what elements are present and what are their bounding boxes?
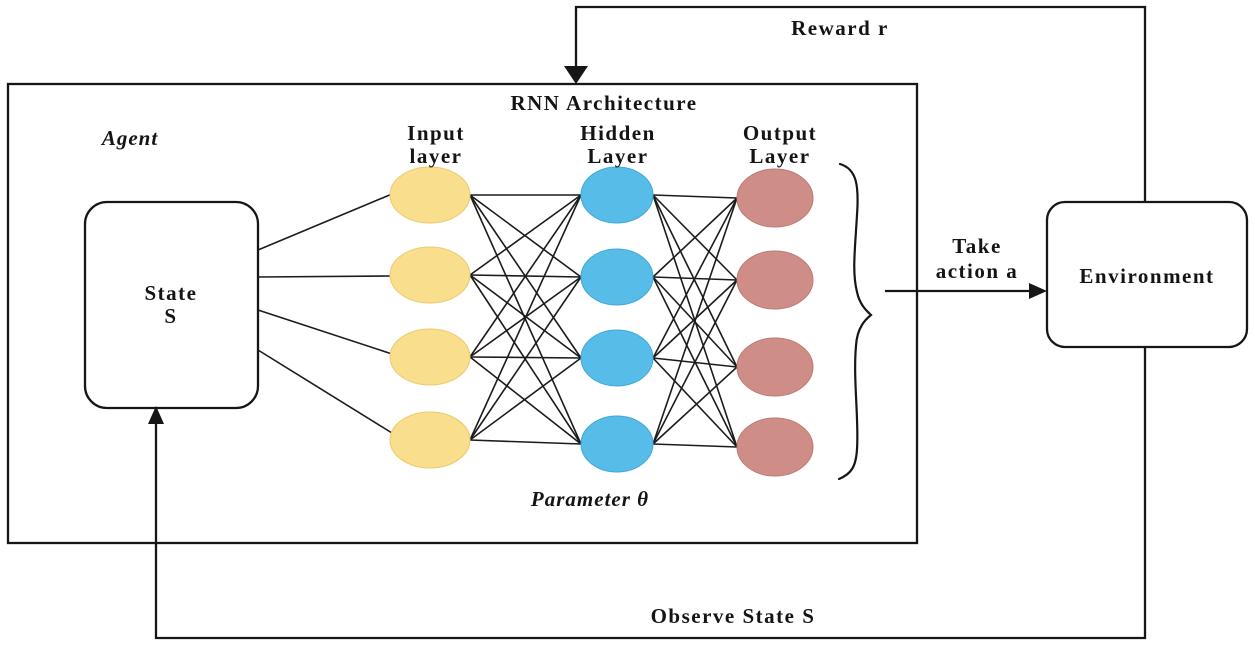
hidden-layer-label-line1: Hidden — [580, 121, 656, 145]
output-node-3 — [736, 337, 814, 397]
reward-feedback-arrow — [564, 5, 1147, 202]
state-label-line2: S — [164, 304, 177, 328]
input-layer-label-line2: layer — [410, 144, 463, 168]
take-action-arrow — [885, 283, 1047, 299]
output-layer-label-line2: Layer — [749, 144, 810, 168]
observe-feedback-arrow — [148, 347, 1147, 640]
output-node-1 — [736, 168, 814, 228]
state-to-input-connectors — [257, 193, 393, 434]
input-hidden-edges — [469, 194, 582, 445]
agent-label: Agent — [100, 126, 159, 150]
hidden-node-2 — [580, 248, 654, 306]
hidden-node-3 — [580, 329, 654, 387]
input-layer-label-line1: Input — [407, 121, 465, 145]
parameter-label: Parameter θ — [530, 487, 649, 511]
arrowhead-right-icon — [1029, 283, 1047, 299]
output-node-2 — [736, 250, 814, 310]
state-box — [83, 200, 260, 410]
environment-label: Environment — [1079, 264, 1214, 288]
hidden-output-edges — [652, 194, 738, 448]
reward-label: Reward r — [791, 16, 889, 40]
input-layer-nodes — [389, 166, 471, 469]
output-brace-icon — [837, 162, 873, 481]
hidden-layer-nodes — [580, 166, 654, 473]
input-node-1 — [389, 166, 471, 224]
agent-box — [6, 82, 919, 545]
arrowhead-up-icon — [148, 406, 164, 424]
output-layer-nodes — [736, 168, 814, 477]
output-layer-label-line1: Output — [743, 121, 817, 145]
take-action-label-line2: action a — [936, 259, 1019, 283]
observe-state-label: Observe State S — [651, 604, 816, 628]
hidden-layer-label-line2: Layer — [587, 144, 648, 168]
hidden-node-1 — [580, 166, 654, 224]
take-action-label-line1: Take — [952, 234, 1002, 258]
input-node-2 — [389, 246, 471, 304]
environment-box — [1045, 200, 1249, 349]
output-node-4 — [736, 417, 814, 477]
input-node-4 — [389, 411, 471, 469]
arrowhead-down-icon — [564, 66, 588, 84]
state-label-line1: State — [145, 281, 198, 305]
hidden-node-4 — [580, 415, 654, 473]
input-node-3 — [389, 328, 471, 386]
rnn-architecture-title: RNN Architecture — [510, 91, 697, 115]
